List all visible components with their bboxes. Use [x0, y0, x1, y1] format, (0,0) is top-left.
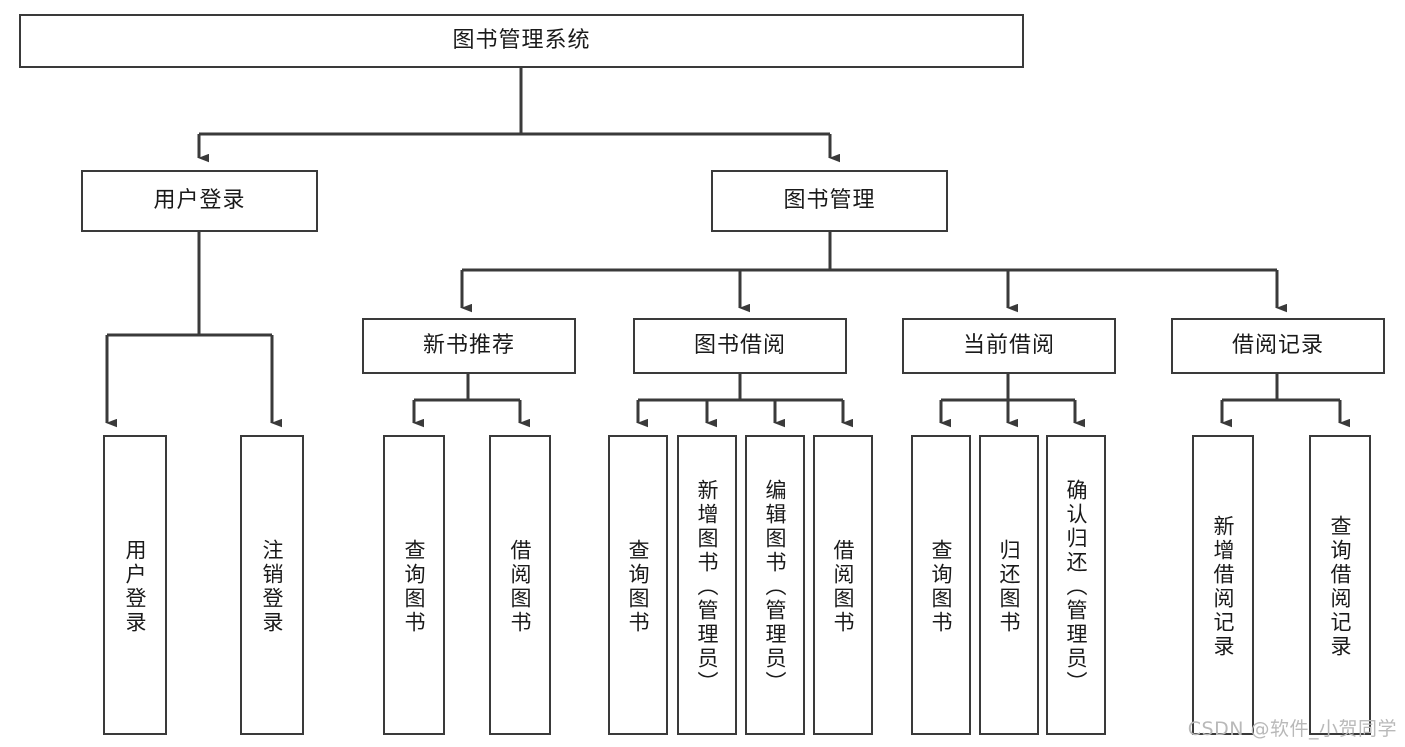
leaf-user-login-signout-label: 注销登录 — [260, 539, 284, 635]
leaf-record-add[interactable]: 新增借阅记录 — [1192, 435, 1254, 735]
leaf-current-return-book-label: 归还图书 — [997, 539, 1021, 635]
leaf-borrow-query-book-label: 查询图书 — [626, 539, 650, 635]
leaf-borrow-add-book[interactable]: 新增图书（管理员） — [677, 435, 737, 735]
leaf-borrow-add-book-label: 新增图书（管理员） — [695, 479, 719, 695]
leaf-borrow-borrow-book[interactable]: 借阅图书 — [813, 435, 873, 735]
leaf-current-confirm-return-label: 确认归还（管理员） — [1064, 479, 1088, 695]
leaf-new-book-query[interactable]: 查询图书 — [383, 435, 445, 735]
node-borrow-records[interactable]: 借阅记录 — [1171, 318, 1385, 374]
leaf-current-query-book[interactable]: 查询图书 — [911, 435, 971, 735]
leaf-user-login-signin-label: 用户登录 — [123, 539, 147, 635]
leaf-record-add-label: 新增借阅记录 — [1211, 515, 1235, 659]
node-new-book-recommend[interactable]: 新书推荐 — [362, 318, 576, 374]
node-book-borrow[interactable]: 图书借阅 — [633, 318, 847, 374]
leaf-borrow-edit-book-label: 编辑图书（管理员） — [763, 479, 787, 695]
node-root[interactable]: 图书管理系统 — [19, 14, 1024, 68]
leaf-current-return-book[interactable]: 归还图书 — [979, 435, 1039, 735]
leaf-borrow-query-book[interactable]: 查询图书 — [608, 435, 668, 735]
leaf-new-book-borrow-label: 借阅图书 — [508, 539, 532, 635]
leaf-current-confirm-return[interactable]: 确认归还（管理员） — [1046, 435, 1106, 735]
leaf-new-book-query-label: 查询图书 — [402, 539, 426, 635]
leaf-user-login-signin[interactable]: 用户登录 — [103, 435, 167, 735]
leaf-new-book-borrow[interactable]: 借阅图书 — [489, 435, 551, 735]
leaf-borrow-borrow-book-label: 借阅图书 — [831, 539, 855, 635]
node-book-management[interactable]: 图书管理 — [711, 170, 948, 232]
node-current-borrow[interactable]: 当前借阅 — [902, 318, 1116, 374]
leaf-record-query[interactable]: 查询借阅记录 — [1309, 435, 1371, 735]
node-book-borrow-label: 图书借阅 — [693, 332, 786, 358]
node-book-management-label: 图书管理 — [783, 187, 876, 213]
node-borrow-records-label: 借阅记录 — [1231, 332, 1324, 358]
leaf-borrow-edit-book[interactable]: 编辑图书（管理员） — [745, 435, 805, 735]
leaf-current-query-book-label: 查询图书 — [929, 539, 953, 635]
node-current-borrow-label: 当前借阅 — [962, 332, 1055, 358]
node-root-label: 图书管理系统 — [452, 27, 591, 53]
leaf-record-query-label: 查询借阅记录 — [1328, 515, 1352, 659]
node-new-book-recommend-label: 新书推荐 — [422, 332, 515, 358]
node-user-login-label: 用户登录 — [153, 187, 246, 213]
leaf-user-login-signout[interactable]: 注销登录 — [240, 435, 304, 735]
node-user-login[interactable]: 用户登录 — [81, 170, 318, 232]
